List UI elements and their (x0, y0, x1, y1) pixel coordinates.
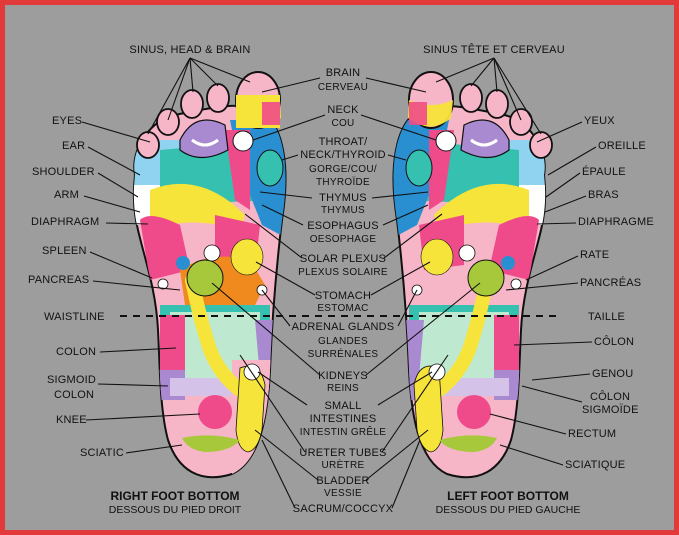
label-spleen: SPLEEN (42, 245, 87, 257)
label-diaphragm: DIAPHRAGM (31, 216, 99, 228)
label-diaphragme: DIAPHRAGME (578, 216, 654, 228)
label-adrenal-fr: GLANDES (318, 336, 368, 347)
label-shoulder: SHOULDER (32, 166, 95, 178)
label-sciatic: SCIATIC (80, 447, 124, 459)
label-sigmoid-2: COLON (54, 389, 94, 401)
label-sacrum: SACRUM/COCCYX (293, 503, 394, 515)
label-epaule: ÉPAULE (582, 165, 626, 178)
label-waistline: WAISTLINE (44, 311, 105, 323)
label-colon-sig-fr: CÔLON (590, 390, 630, 403)
label-esophagus: ESOPHAGUS (307, 220, 379, 232)
label-stomach: STOMACH (315, 290, 371, 302)
label-small-2: INTESTINES (310, 413, 377, 425)
label-solar-plexus-fr: PLEXUS SOLAIRE (298, 267, 388, 278)
label-eyes: EYES (52, 115, 82, 127)
label-arm: ARM (54, 189, 79, 201)
label-small: SMALL (324, 400, 361, 412)
label-ureter-fr: URÈTRE (322, 458, 365, 471)
label-throat-fr-2: THYROÏDE (316, 176, 370, 188)
caption-right-foot-fr: DESSOUS DU PIED DROIT (109, 504, 242, 516)
label-kidneys: KIDNEYS (318, 370, 368, 382)
label-neck-fr: COU (331, 118, 354, 129)
label-ear: EAR (62, 140, 85, 152)
label-oreille: OREILLE (598, 140, 646, 152)
right-foot (120, 72, 290, 480)
label-colon-sig-fr-2: SIGMOÏDE (582, 404, 639, 416)
label-colon-fr: CÔLON (594, 335, 634, 348)
label-yeux: YEUX (584, 115, 615, 127)
label-sinus-fr: SINUS TÊTE ET CERVEAU (423, 43, 565, 56)
caption-left-foot-fr: DESSOUS DU PIED GAUCHE (436, 504, 581, 516)
label-throat-fr: GORGE/COU/ (309, 164, 377, 175)
label-throat-2: NECK/THYROID (300, 149, 386, 161)
labels: SINUS, HEAD & BRAIN SINUS TÊTE ET CERVEA… (28, 43, 654, 516)
label-rate: RATE (580, 249, 609, 261)
label-bras: BRAS (588, 189, 619, 201)
label-colon: COLON (56, 346, 96, 358)
caption-left-foot: LEFT FOOT BOTTOM (447, 489, 569, 503)
label-pancreas: PANCREAS (28, 274, 89, 286)
label-taille: TAILLE (588, 311, 625, 323)
label-thymus-fr: THYMUS (321, 205, 365, 216)
label-esophagus-fr: OESOPHAGE (310, 234, 377, 245)
label-adrenal: ADRENAL GLANDS (292, 321, 395, 333)
label-bladder: BLADDER (316, 475, 369, 487)
label-bladder-fr: VESSIE (324, 488, 362, 499)
caption-right-foot: RIGHT FOOT BOTTOM (110, 489, 239, 503)
label-brain: BRAIN (326, 67, 361, 79)
label-genou: GENOU (592, 368, 633, 380)
label-small-fr: INTESTIN GRÊLE (300, 425, 386, 438)
label-thymus: THYMUS (319, 192, 367, 204)
label-pancreas-fr: PANCRÉAS (580, 276, 641, 289)
label-sinus-en: SINUS, HEAD & BRAIN (129, 44, 250, 56)
label-sciatique: SCIATIQUE (565, 459, 625, 471)
label-brain-fr: CERVEAU (318, 82, 368, 93)
label-neck: NECK (327, 104, 359, 116)
label-kidneys-fr: REINS (327, 383, 359, 394)
label-knee: KNEE (56, 414, 87, 426)
label-adrenal-fr-2: SURRÉNALES (308, 347, 379, 360)
label-sigmoid: SIGMOID (47, 374, 96, 386)
label-stomach-fr: ESTOMAC (317, 303, 368, 314)
label-ureter: URETER TUBES (299, 447, 386, 459)
label-throat: THROAT/ (319, 136, 369, 148)
label-solar-plexus: SOLAR PLEXUS (300, 253, 386, 265)
label-rectum: RECTUM (568, 428, 616, 440)
